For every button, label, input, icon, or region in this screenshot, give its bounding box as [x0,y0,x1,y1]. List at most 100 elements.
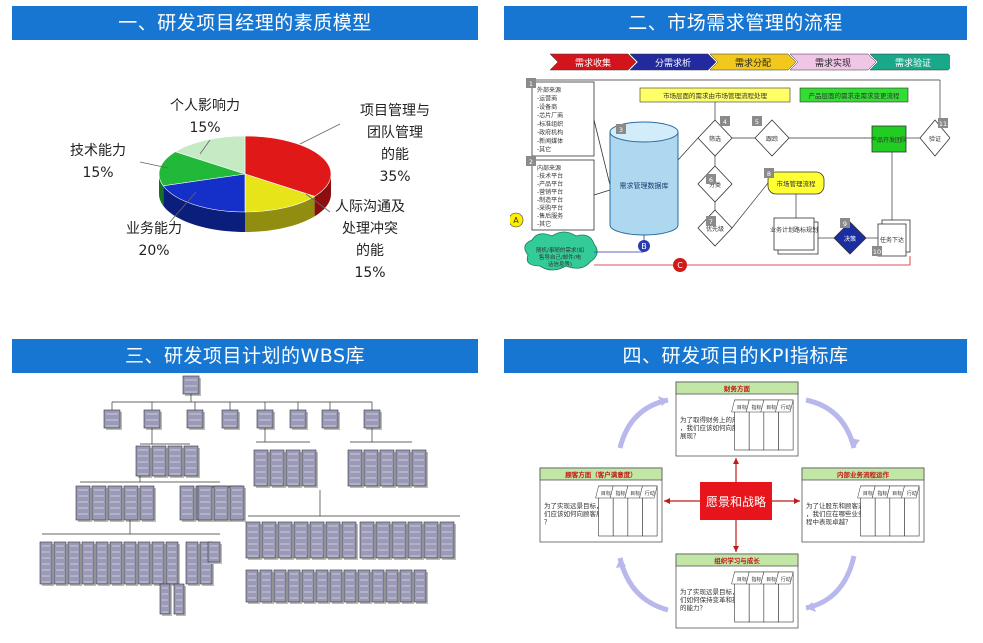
wbs-node [407,521,423,559]
wbs-node [151,445,167,477]
kpi-box-header-2 [801,467,925,481]
kpi-col-label: 目标 [737,404,747,411]
pie-slice-4 [174,135,246,175]
step-label-0: 需求收集 [575,57,611,69]
wbs-node [135,445,151,477]
ext-item: -政府机构 [537,129,563,137]
wbs-node [185,541,199,585]
step-number-badge [764,168,774,178]
kpi-box-header-1 [539,467,663,481]
kpi-box-header-3 [675,553,799,567]
kpi-col-label: 指标 [752,404,762,411]
wbs-node [359,521,375,559]
pie-slice-1 [244,173,316,213]
diamond-label-1: 分类 [709,181,721,189]
kpi-col-label: 目标 [737,576,747,583]
kpi-col-label: 指标 [878,490,888,497]
kpi-col-label: 目标 [630,490,640,497]
kpi-col-head [901,485,920,499]
wbs-node [261,521,277,559]
step-number-badge [706,216,716,226]
diamond-label-3: 跟踪 [766,135,778,143]
wbs-node [165,541,179,585]
kpi-col-label: 目标 [766,576,776,583]
int-item: -采购平台 [537,204,563,212]
kpi-col-head [639,485,658,499]
wbs-node [347,449,363,487]
ext-item: -新闻媒体 [537,137,563,145]
step-label-3: 需求实现 [815,57,851,69]
cycle-arrowhead-2 [806,602,816,612]
pie-side-0 [314,174,331,217]
svg-text:B: B [641,242,647,251]
pie-chart [139,123,341,232]
pie-slice-3 [158,151,246,187]
step-number-badge [840,218,850,228]
step-number: 1 [529,80,533,88]
wbs-node [123,541,137,585]
wbs-node [363,409,381,429]
svg-text:业务计划路标规划: 业务计划路标规划 [770,226,818,234]
svg-text:市场管理流程: 市场管理流程 [777,179,817,188]
step-number: 10 [873,248,881,256]
wbs-node [173,583,185,615]
wbs-node [151,541,165,585]
step-2 [709,53,797,71]
cycle-arrow-2 [805,555,857,611]
wbs-node [341,521,357,559]
wbs-node [167,445,183,477]
kpi-box-title-0: 财务方面 [724,384,751,393]
wbs-node [103,409,121,429]
kpi-box-desc-1: 为了实现远景目标，我们应该如何向顾客展现？ [544,501,610,526]
wbs-node [137,541,151,585]
kpi-box-desc-2: 为了让股东和顾客满意，我们应在哪些业务流程中表现卓越？ [806,501,872,526]
panel3-title: 三、研发项目计划的WBS库 [12,339,478,373]
wbs-node [411,449,427,487]
cycle-arrow-0 [617,397,669,449]
wbs-node [293,521,309,559]
kpi-box-desc-3: 为了实现远景目标，我们如何保持变革和提高的能力？ [680,587,746,612]
kpi-scorecard: 财务方面为了取得财务上的成功，我们应该如何向股东展现？目标指标目标行动顾客方面（… [539,381,925,629]
wbs-node [179,485,195,521]
wbs-node [439,521,455,559]
ext-item: -设备商 [537,103,557,111]
kpi-box-title-1: 顾客方面（客户满意度） [565,470,637,479]
wbs-node [143,409,161,429]
wbs-node [159,583,171,615]
ext-item: -芯片厂商 [537,112,563,120]
wbs-node [289,409,307,429]
requirement-flow-diagram: 需求收集分需求析需求分配需求实现需求验证 外部来源-运营商-设备商-芯片厂商-标… [510,53,950,272]
kpi-col-label: 行动 [907,490,917,497]
pie-slice-0 [244,135,332,197]
step-number: 2 [529,158,533,166]
kpi-col-label: 指标 [616,490,626,497]
kpi-box-header-0 [675,381,799,395]
step-number-badge [706,174,716,184]
step-number-badge [752,116,762,126]
wbs-node [197,485,213,521]
svg-text:决策: 决策 [844,235,856,243]
wbs-node [269,449,285,487]
wbs-node [229,485,245,521]
wbs-node [186,409,204,429]
wbs-node [107,485,123,521]
step-number: 3 [619,126,623,134]
diamond-label-2: 优先级 [706,225,724,233]
wbs-node [139,485,155,521]
wbs-node [91,485,107,521]
ext-item: -其它 [537,146,551,154]
step-number-badge [526,78,536,88]
kpi-col-label: 指标 [752,576,762,583]
kpi-box-title-3: 组织学习与成长 [714,556,760,565]
kpi-col-head [775,399,794,413]
int-item: -产品平台 [537,180,563,188]
step-number: 8 [767,170,771,178]
kpi-col-label: 行动 [645,490,655,497]
svg-text:市场层面的需求由市场管理流程处理: 市场层面的需求由市场管理流程处理 [663,91,768,100]
wbs-node [213,485,229,521]
step-number: 5 [755,118,759,126]
